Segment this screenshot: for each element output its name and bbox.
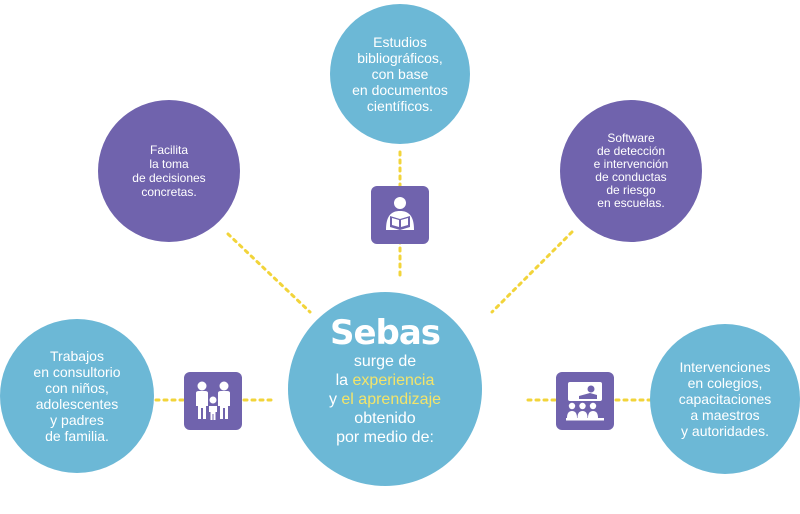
brand-logo: Sebas (329, 313, 441, 353)
node-decision-making: Facilita la toma de decisiones concretas… (98, 100, 240, 242)
center-line-5: por medio de: (336, 429, 434, 446)
center-line-3-plain: y (328, 391, 342, 408)
node-consulting-work: Trabajos en consultorio con niños, adole… (0, 319, 154, 473)
presentation-icon (556, 372, 614, 430)
node-decision-making-text: Facilita la toma de decisiones concretas… (132, 143, 206, 199)
connector-upper-left (226, 232, 312, 314)
highlight-learning: el aprendizaje (341, 391, 442, 408)
reading-person-icon (371, 186, 429, 244)
center-line-3: y el aprendizaje (329, 390, 441, 409)
highlight-experience: experiencia (352, 372, 435, 389)
center-node: Sebas surge de la experiencia y el apren… (288, 292, 482, 486)
center-line-4: obtenido (354, 410, 416, 427)
node-consulting-work-text: Trabajos en consultorio con niños, adole… (33, 348, 121, 444)
center-line-2: la experiencia (336, 371, 435, 390)
node-school-interventions: Intervenciones en colegios, capacitacion… (650, 324, 800, 474)
node-bibliographic-studies: Estudios bibliográficos, con base en doc… (330, 4, 470, 144)
node-detection-software: Software de detección e intervención de … (560, 100, 702, 242)
node-school-interventions-text: Intervenciones en colegios, capacitacion… (678, 359, 772, 439)
family-icon (184, 372, 242, 430)
node-bibliographic-studies-text: Estudios bibliográficos, con base en doc… (352, 34, 448, 114)
center-line-1: surge de (353, 353, 417, 370)
node-detection-software-text: Software de detección e intervención de … (593, 131, 669, 210)
center-line-2-plain: la (335, 372, 353, 389)
connector-upper-right (490, 230, 574, 314)
